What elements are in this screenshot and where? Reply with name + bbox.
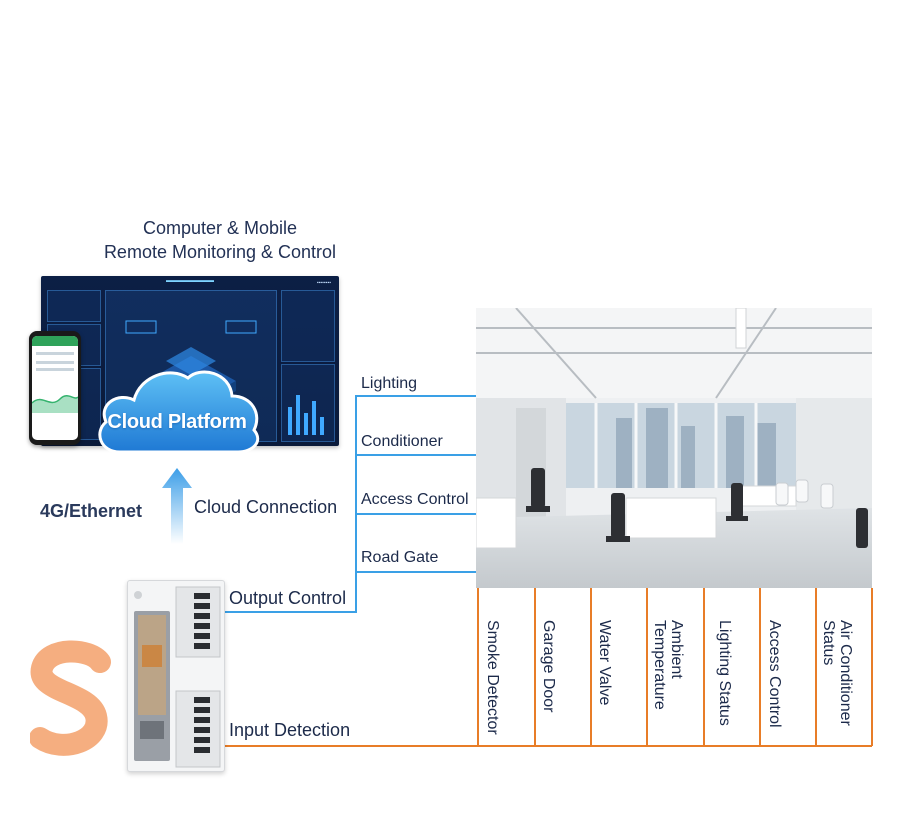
dashboard-chart-panel: [281, 364, 335, 442]
dashboard-bar: [304, 413, 308, 435]
phone-line: [36, 352, 74, 355]
output-label-lighting: Lighting: [361, 375, 418, 392]
dashboard-panel: [281, 290, 335, 362]
output-label-conditioner: Conditioner: [361, 433, 443, 450]
office-photo: [476, 308, 872, 588]
input-label-garage-door: Garage Door: [540, 620, 557, 713]
io-controller: [127, 580, 225, 772]
dashboard-bar: [320, 417, 324, 435]
controller-device-icon: [134, 586, 221, 768]
output-label-road-gate: Road Gate: [361, 549, 439, 566]
input-label-water-valve: Water Valve: [596, 620, 613, 706]
input-label-lighting-status: Lighting Status: [716, 620, 733, 726]
dashboard-panel: [47, 290, 101, 322]
header: Computer & Mobile Remote Monitoring & Co…: [40, 216, 400, 264]
output-lines: [224, 395, 476, 613]
cloud-connection-label: Cloud Connection: [194, 497, 338, 517]
header-line-1: Computer & Mobile: [142, 218, 298, 238]
arrow-up-icon: [162, 468, 192, 544]
phone-app-header: [32, 336, 78, 346]
smartphone: [29, 331, 81, 445]
header-line-2: Remote Monitoring & Control: [103, 242, 337, 262]
dashboard-bar: [296, 395, 300, 435]
phone-line: [36, 368, 74, 371]
watermark-s-icon: [29, 640, 111, 756]
connection-4g-label: 4G/Ethernet: [40, 501, 143, 521]
output-control-label: Output Control: [229, 588, 347, 608]
cloud-platform-label: Cloud Platform: [107, 411, 247, 433]
input-lines: [224, 588, 873, 747]
output-label-access-control: Access Control: [361, 491, 469, 508]
input-label-smoke-detector: Smoke Detector: [484, 620, 501, 735]
cloud-icon: [98, 370, 260, 454]
input-label-access-control: Access Control: [766, 620, 783, 728]
dashboard-bar: [288, 407, 292, 435]
input-detection-label: Input Detection: [229, 720, 351, 740]
phone-line: [36, 361, 74, 364]
dashboard-time-strip: ▪▪▪▪▪▪▪▪: [316, 280, 331, 286]
input-label-air-conditioner-status: Air Conditioner Status: [820, 620, 854, 726]
phone-screen: [32, 336, 78, 440]
watermark-s: [29, 640, 112, 760]
dashboard-bar: [312, 401, 316, 435]
office-scene-icon: [476, 308, 872, 588]
phone-chart-icon: [32, 395, 78, 413]
dashboard-title-strip: ▬▬▬▬▬▬▬▬: [166, 278, 214, 284]
input-label-ambient-temperature: Ambient Temperature: [651, 620, 685, 710]
cloud-platform: Cloud Platform: [92, 360, 262, 455]
